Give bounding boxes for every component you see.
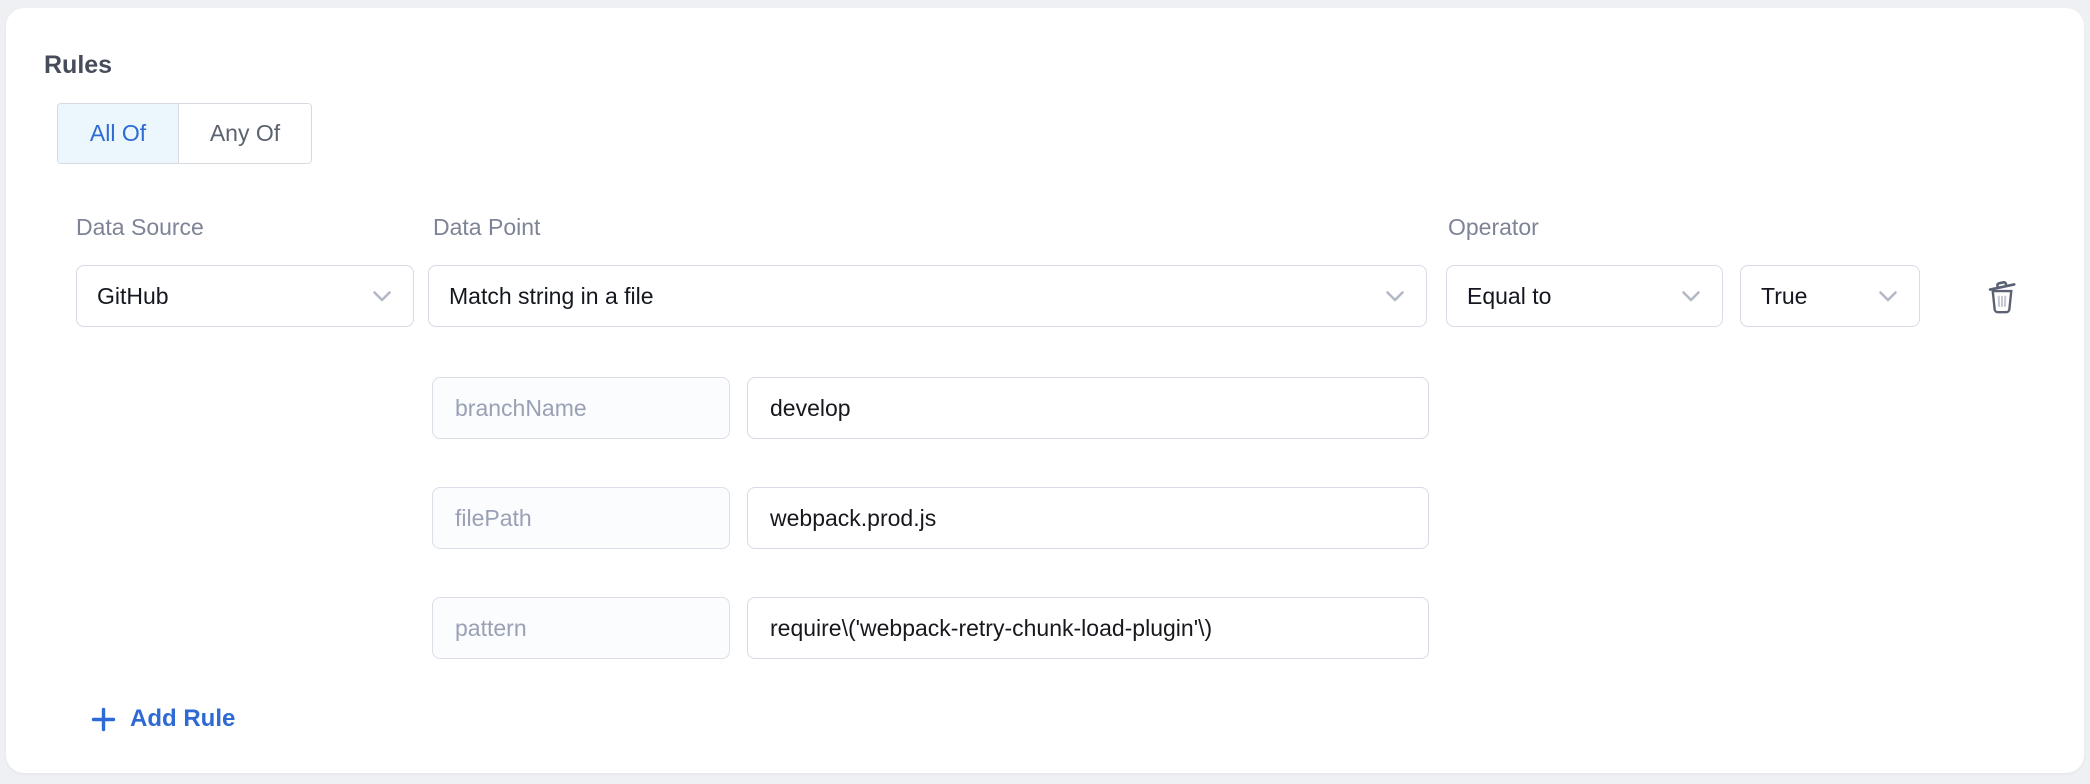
- add-rule-label: Add Rule: [130, 705, 236, 732]
- param-key-pattern: pattern: [432, 597, 730, 659]
- add-rule-button[interactable]: Add Rule: [90, 700, 235, 738]
- param-value-branchname-input[interactable]: [747, 377, 1429, 439]
- param-key-filepath: filePath: [432, 487, 730, 549]
- param-value-pattern-input[interactable]: [747, 597, 1429, 659]
- data-point-label: Data Point: [433, 214, 541, 240]
- toggle-any-of[interactable]: Any Of: [178, 104, 311, 163]
- param-key-branchname: branchName: [432, 377, 730, 439]
- operator-select[interactable]: Equal to: [1446, 265, 1723, 327]
- trash-icon: [1985, 278, 2019, 319]
- chevron-down-icon: [371, 289, 393, 303]
- data-source-label: Data Source: [76, 214, 204, 240]
- toggle-all-of[interactable]: All Of: [58, 104, 178, 163]
- operator-label: Operator: [1448, 214, 1539, 240]
- expected-value-selected: True: [1761, 282, 1808, 309]
- data-point-select[interactable]: Match string in a file: [428, 265, 1427, 327]
- match-mode-toggle: All Of Any Of: [57, 103, 312, 164]
- param-value-filepath-input[interactable]: [747, 487, 1429, 549]
- chevron-down-icon: [1877, 289, 1899, 303]
- rules-panel: Rules All Of Any Of Data Source Data Poi…: [6, 8, 2084, 773]
- operator-selected-value: Equal to: [1467, 282, 1552, 309]
- expected-value-select[interactable]: True: [1740, 265, 1920, 327]
- data-source-select[interactable]: GitHub: [76, 265, 414, 327]
- chevron-down-icon: [1384, 289, 1406, 303]
- data-source-selected-value: GitHub: [97, 282, 169, 309]
- delete-rule-button[interactable]: [1978, 275, 2026, 321]
- chevron-down-icon: [1680, 289, 1702, 303]
- plus-icon: [90, 706, 117, 733]
- rules-section-title: Rules: [44, 51, 113, 79]
- data-point-selected-value: Match string in a file: [449, 282, 654, 309]
